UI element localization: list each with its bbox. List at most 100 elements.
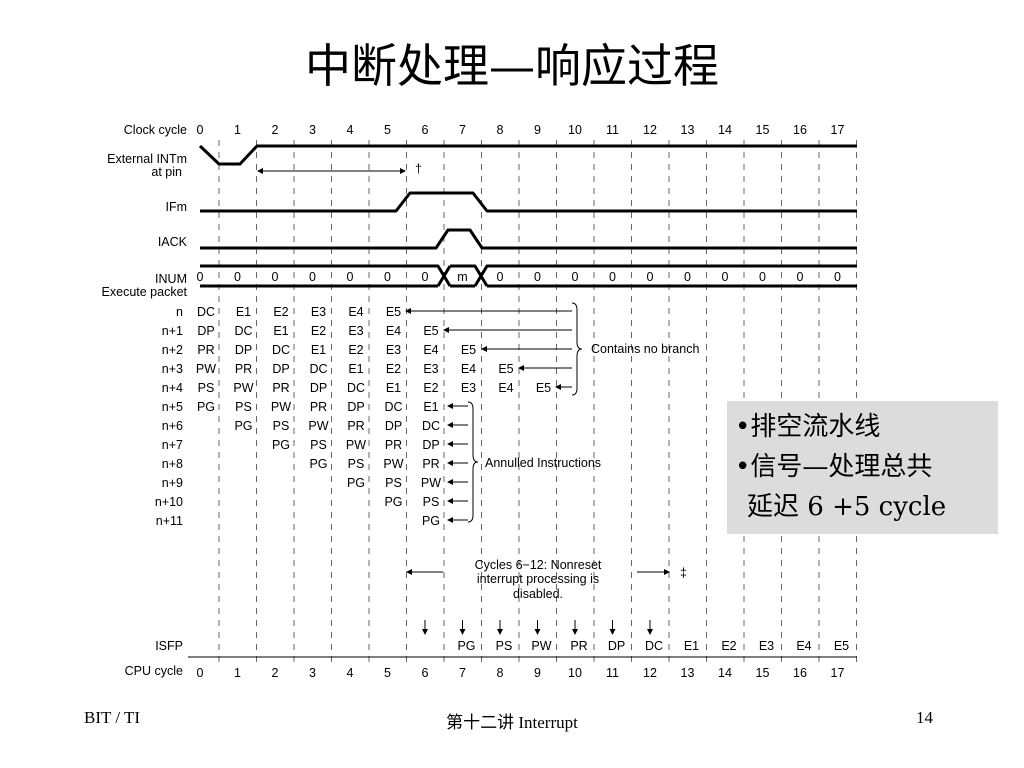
clock-cycle-number: 1 [234, 123, 241, 137]
external-intm-waveform [198, 144, 857, 166]
pipeline-stage: PG [422, 514, 440, 528]
pipeline-stage: E3 [386, 343, 401, 357]
inum-value: 0 [609, 270, 616, 284]
pipeline-stage: E2 [423, 381, 438, 395]
nonreset-note-line: disabled. [513, 587, 563, 601]
pipeline-stage: PS [273, 419, 290, 433]
pipeline-stage: DC [234, 324, 252, 338]
arrowhead-left [481, 346, 487, 352]
packet-label: n+6 [162, 419, 183, 433]
packet-label: n+2 [162, 343, 183, 357]
packet-label: n+1 [162, 324, 183, 338]
arrowhead-down [609, 629, 616, 635]
arrowhead-left [447, 517, 453, 523]
clock-cycle-number: 12 [643, 123, 657, 137]
arrowhead-left [518, 365, 524, 371]
clock-cycle-number: 7 [459, 123, 466, 137]
arrowhead-down [534, 629, 541, 635]
ifm-waveform [200, 191, 857, 213]
pipeline-stage: DP [235, 343, 252, 357]
arrowhead-left [406, 569, 412, 575]
pipeline-stage: E5 [386, 305, 401, 319]
pipeline-stage: DP [197, 324, 214, 338]
pipeline-stage: PW [346, 438, 366, 452]
pipeline-stage: E1 [423, 400, 438, 414]
pipeline-stage: E3 [311, 305, 326, 319]
clock-cycle-number: 9 [534, 123, 541, 137]
footer-left: BIT / TI [84, 708, 141, 727]
inum-value: 0 [684, 270, 691, 284]
summary-callout: •排空流水线 •信号—处理总共 延迟 6 +5 cycle [727, 401, 998, 534]
pipeline-stage: PW [196, 362, 216, 376]
cpu-cycle-number: 4 [347, 666, 354, 680]
inum-value: 0 [234, 270, 241, 284]
clock-cycle-number: 3 [309, 123, 316, 137]
pipeline-stage: E1 [311, 343, 326, 357]
double-dagger-mark: ‡ [680, 566, 687, 580]
cpu-cycle-number: 2 [272, 666, 279, 680]
isfp-stage: E2 [721, 639, 736, 653]
pipeline-stage: PW [383, 457, 403, 471]
clock-cycle-number: 6 [422, 123, 429, 137]
isfp-stage: DP [608, 639, 625, 653]
pipeline-stage: E5 [536, 381, 551, 395]
cpu-cycle-number: 10 [568, 666, 582, 680]
annulled-instructions-label: Annulled Instructions [485, 456, 601, 470]
clock-cycle-number: 16 [793, 123, 807, 137]
packet-label: n+10 [155, 495, 183, 509]
pipeline-stage: PG [234, 419, 252, 433]
arrowhead-left [447, 422, 453, 428]
clock-cycle-number: 10 [568, 123, 582, 137]
arrowhead-left [447, 460, 453, 466]
ifm-label: IFm [165, 200, 187, 214]
pipeline-stage: PG [384, 495, 402, 509]
pipeline-stage: PR [310, 400, 327, 414]
pipeline-stage: PS [385, 476, 402, 490]
pipeline-stage: DC [422, 419, 440, 433]
nonreset-note-line: Cycles 6−12: Nonreset [475, 558, 602, 572]
pipeline-stage: PR [197, 343, 214, 357]
isfp-stage: DC [645, 639, 663, 653]
nonreset-note-line: interrupt processing is [477, 572, 599, 586]
cpu-cycle-number: 13 [681, 666, 695, 680]
pipeline-stage: E4 [423, 343, 438, 357]
arrowhead-down [459, 629, 466, 635]
pipeline-stage: E4 [461, 362, 476, 376]
pipeline-stage: DP [385, 419, 402, 433]
inum-label: INUM [155, 272, 187, 286]
footer-center: 第十二讲 Interrupt [446, 713, 578, 732]
cpu-cycle-number: 16 [793, 666, 807, 680]
pipeline-stage: E3 [461, 381, 476, 395]
pipeline-stage: PW [421, 476, 441, 490]
slide-title: 中断处理—响应过程 [305, 39, 719, 93]
cpu-cycle-number: 11 [606, 666, 619, 680]
cpu-cycle-number: 9 [534, 666, 541, 680]
pipeline-stage: PW [308, 419, 328, 433]
cpu-cycle-number: 0 [197, 666, 204, 680]
pipeline-stage: PS [348, 457, 365, 471]
inum-value: 0 [834, 270, 841, 284]
arrowhead-down [422, 629, 428, 635]
clock-cycle-number: 5 [384, 123, 391, 137]
isfp-stage: E1 [684, 639, 699, 653]
contains-no-branch-label: Contains no branch [591, 342, 699, 356]
pipeline-stage: PR [347, 419, 364, 433]
pipeline-stage: PS [235, 400, 252, 414]
callout-line-flush: •排空流水线 [735, 412, 881, 442]
inum-value: 0 [497, 270, 504, 284]
pipeline-stage: PG [197, 400, 215, 414]
arrowhead-left [447, 441, 453, 447]
isfp-label: ISFP [155, 639, 183, 653]
cpu-cycle-label: CPU cycle [125, 664, 183, 678]
pipeline-stage: DP [422, 438, 439, 452]
pipeline-stage: DP [347, 400, 364, 414]
cpu-cycle-number: 8 [497, 666, 504, 680]
cpu-cycle-number: 17 [831, 666, 845, 680]
packet-label: n+7 [162, 438, 183, 452]
pipeline-stage: PG [347, 476, 365, 490]
cpu-cycle-number: 15 [756, 666, 770, 680]
isfp-stage: E4 [796, 639, 811, 653]
cpu-cycle-number: 6 [422, 666, 429, 680]
pipeline-stage: E4 [498, 381, 513, 395]
